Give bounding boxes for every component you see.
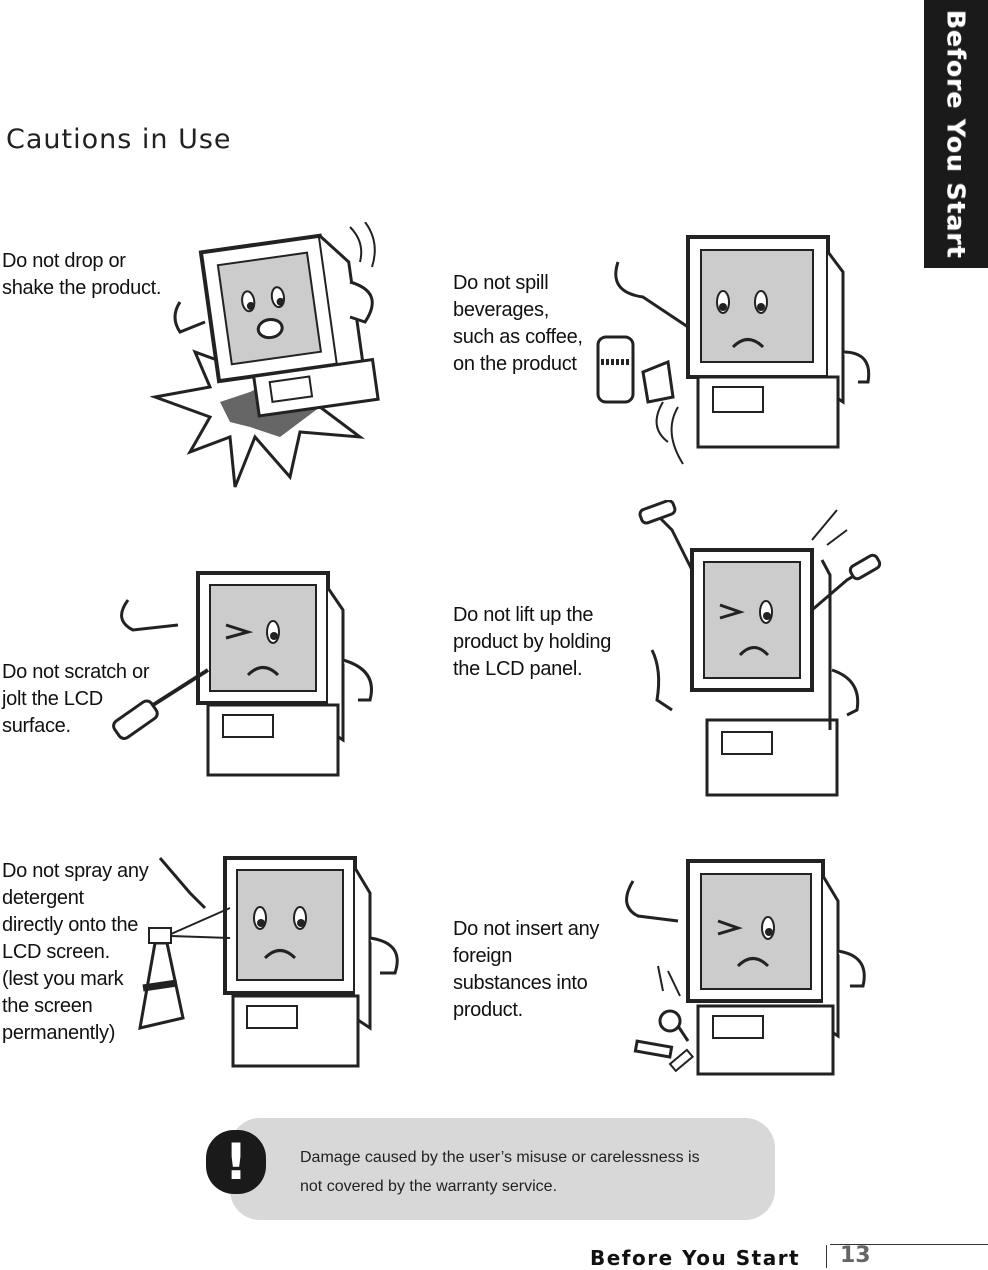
monitor-foreign-objects-icon bbox=[625, 859, 866, 1076]
page-number: 13 bbox=[840, 1243, 871, 1268]
monitor-spilled-drink-icon bbox=[596, 235, 871, 465]
caution-drop-text: Do not drop or shake the product. bbox=[2, 248, 161, 302]
section-side-tab: Before You Start bbox=[924, 0, 988, 268]
caution-line: beverages, bbox=[453, 299, 549, 321]
caution-line: Do not spray any bbox=[2, 860, 149, 882]
caution-line: jolt the LCD bbox=[2, 688, 103, 710]
caution-line: shake the product. bbox=[2, 277, 162, 299]
warranty-notice-box bbox=[230, 1118, 775, 1220]
caution-line: directly onto the bbox=[2, 914, 139, 936]
monitor-screwdriver-icon bbox=[112, 571, 373, 777]
caution-line: the LCD panel. bbox=[453, 658, 583, 680]
caution-line: on the product bbox=[453, 353, 577, 375]
caution-line: product. bbox=[453, 999, 523, 1021]
exclamation-mark: ! bbox=[224, 1133, 248, 1191]
footer-section-label: Before You Start bbox=[590, 1246, 801, 1270]
caution-line: the screen bbox=[2, 995, 93, 1017]
caution-line: (lest you mark bbox=[2, 968, 124, 990]
caution-line: substances into bbox=[453, 972, 588, 994]
notice-line-2: not covered by the warranty service. bbox=[300, 1178, 558, 1195]
caution-line: Do not spill bbox=[453, 272, 549, 294]
footer-separator bbox=[826, 1245, 827, 1268]
caution-spray-text: Do not spray any detergent directly onto… bbox=[2, 858, 149, 1047]
caution-line: surface. bbox=[2, 715, 71, 737]
notice-line-1: Damage caused by the user’s misuse or ca… bbox=[300, 1149, 700, 1166]
exclamation-icon: ! bbox=[206, 1130, 266, 1194]
caution-line: foreign bbox=[453, 945, 513, 967]
warranty-notice-text: Damage caused by the user’s misuse or ca… bbox=[300, 1143, 740, 1201]
caution-line: LCD screen. bbox=[2, 941, 110, 963]
caution-scratch-text: Do not scratch or jolt the LCD surface. bbox=[2, 659, 149, 740]
caution-line: product by holding bbox=[453, 631, 612, 653]
caution-line: detergent bbox=[2, 887, 84, 909]
page-title: Cautions in Use bbox=[6, 124, 232, 155]
caution-line: Do not insert any bbox=[453, 918, 600, 940]
caution-line: permanently) bbox=[2, 1022, 116, 1044]
caution-insert-text: Do not insert any foreign substances int… bbox=[453, 916, 599, 1024]
caution-line: Do not lift up the bbox=[453, 604, 594, 626]
caution-spill-text: Do not spill beverages, such as coffee, … bbox=[453, 270, 583, 378]
caution-lift-text: Do not lift up the product by holding th… bbox=[453, 602, 611, 683]
footer-rule bbox=[830, 1244, 988, 1245]
caution-line: Do not scratch or bbox=[2, 661, 150, 683]
monitor-lifted-icon bbox=[638, 500, 882, 797]
side-tab-label: Before You Start bbox=[941, 9, 971, 259]
monitor-spray-bottle-icon bbox=[138, 856, 399, 1068]
caution-line: such as coffee, bbox=[453, 326, 583, 348]
caution-line: Do not drop or bbox=[2, 250, 126, 272]
monitor-shaken-icon bbox=[150, 222, 380, 488]
